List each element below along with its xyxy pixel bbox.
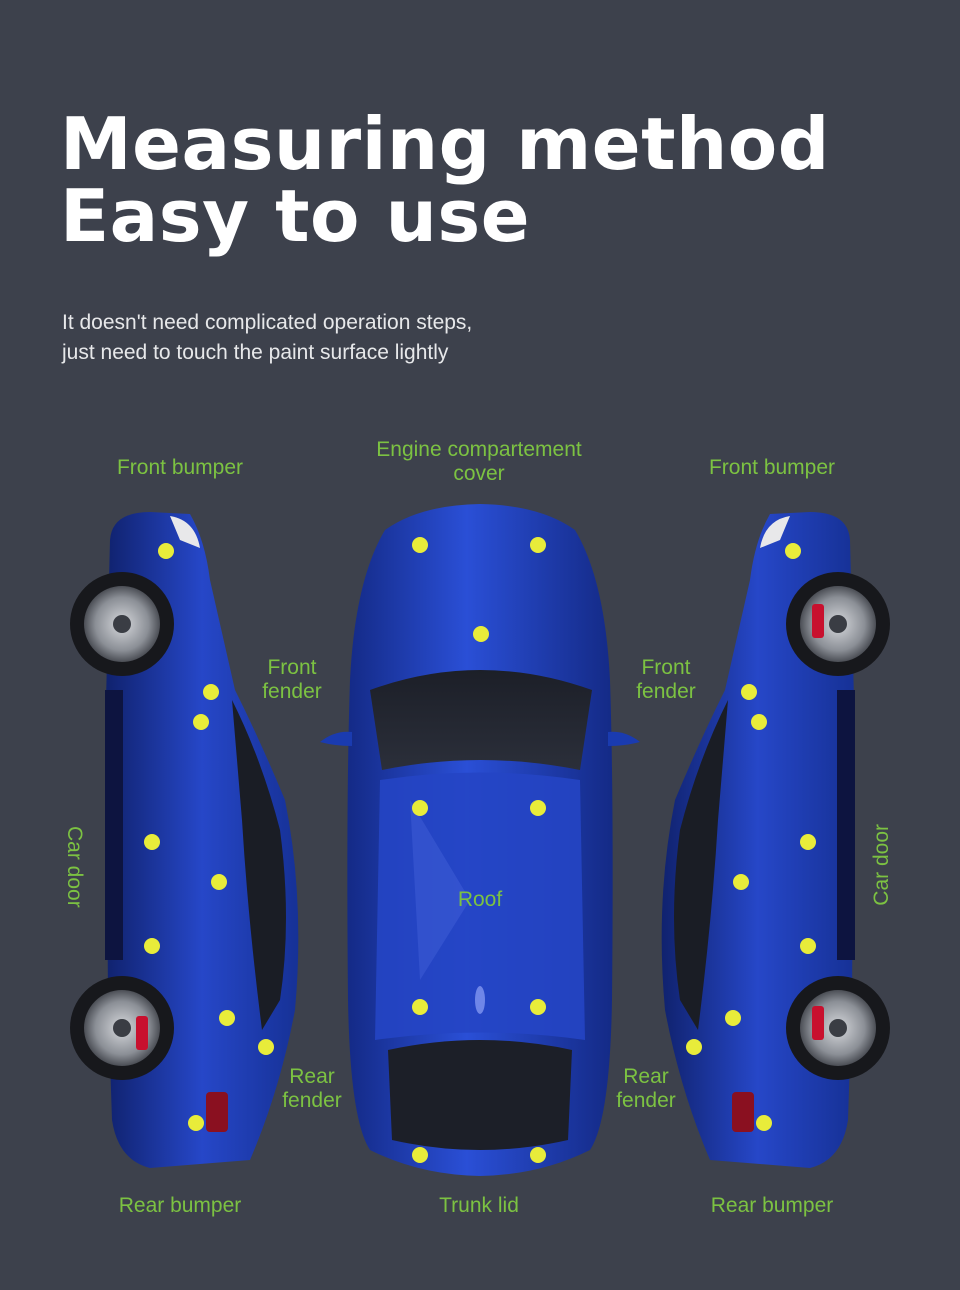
point-right-rear-fender-2	[686, 1039, 702, 1055]
point-left-rear-bumper	[188, 1115, 204, 1131]
point-left-rear-fender-1	[219, 1010, 235, 1026]
point-trunk-2	[530, 1147, 546, 1163]
label-front-fender-left: Front fender	[252, 656, 332, 704]
subtext-line-1: It doesn't need complicated operation st…	[62, 311, 473, 334]
point-right-door-3	[800, 938, 816, 954]
label-car-door-right: Car door	[870, 824, 893, 906]
label-engine-cover-line-1: Engine compartement	[376, 438, 582, 461]
point-roof-3	[412, 999, 428, 1015]
point-roof-4	[530, 999, 546, 1015]
label-rear-fender-left: Rear fender	[272, 1065, 352, 1113]
top-view-car	[320, 504, 640, 1176]
label-rear-fender-left-line-2: fender	[282, 1089, 342, 1112]
point-left-door-2	[211, 874, 227, 890]
point-left-front-fender-1	[203, 684, 219, 700]
label-front-fender-left-line-1: Front	[267, 656, 317, 679]
label-front-bumper-right: Front bumper	[708, 456, 836, 479]
label-rear-bumper-left: Rear bumper	[118, 1194, 242, 1217]
point-right-rear-bumper	[756, 1115, 772, 1131]
point-trunk-1	[412, 1147, 428, 1163]
measuring-points	[144, 537, 816, 1163]
point-right-door-2	[733, 874, 749, 890]
point-hood-2	[530, 537, 546, 553]
label-trunk-lid: Trunk lid	[439, 1194, 519, 1217]
label-engine-cover: Engine compartement cover	[350, 438, 608, 486]
point-hood-1	[412, 537, 428, 553]
label-roof: Roof	[457, 888, 503, 911]
label-front-fender-right-line-2: fender	[636, 680, 696, 703]
subtext: It doesn't need complicated operation st…	[62, 308, 472, 368]
left-side-car	[70, 512, 299, 1168]
point-right-door-1	[800, 834, 816, 850]
point-right-front-fender-2	[751, 714, 767, 730]
point-right-front-fender-1	[741, 684, 757, 700]
point-right-rear-fender-1	[725, 1010, 741, 1026]
headline-line-2: Easy to use	[60, 174, 531, 258]
label-front-fender-left-line-2: fender	[262, 680, 322, 703]
point-hood-3	[473, 626, 489, 642]
point-left-front-fender-2	[193, 714, 209, 730]
point-left-door-1	[144, 834, 160, 850]
label-rear-fender-right: Rear fender	[606, 1065, 686, 1113]
label-engine-cover-line-2: cover	[453, 462, 505, 485]
headline: Measuring method Easy to use	[60, 108, 830, 252]
subtext-line-2: just need to touch the paint surface lig…	[62, 341, 449, 364]
point-left-door-3	[144, 938, 160, 954]
point-right-front-bumper	[785, 543, 801, 559]
label-rear-fender-right-line-1: Rear	[623, 1065, 669, 1088]
point-roof-2	[530, 800, 546, 816]
label-front-fender-right-line-1: Front	[641, 656, 691, 679]
label-rear-fender-right-line-2: fender	[616, 1089, 676, 1112]
label-front-bumper-left: Front bumper	[116, 456, 244, 479]
label-rear-bumper-right: Rear bumper	[710, 1194, 834, 1217]
label-rear-fender-left-line-1: Rear	[289, 1065, 335, 1088]
point-left-rear-fender-2	[258, 1039, 274, 1055]
point-left-front-bumper	[158, 543, 174, 559]
headline-line-1: Measuring method	[60, 102, 830, 186]
label-front-fender-right: Front fender	[626, 656, 706, 704]
right-side-car	[661, 512, 890, 1168]
label-car-door-left: Car door	[63, 826, 86, 908]
point-roof-1	[412, 800, 428, 816]
